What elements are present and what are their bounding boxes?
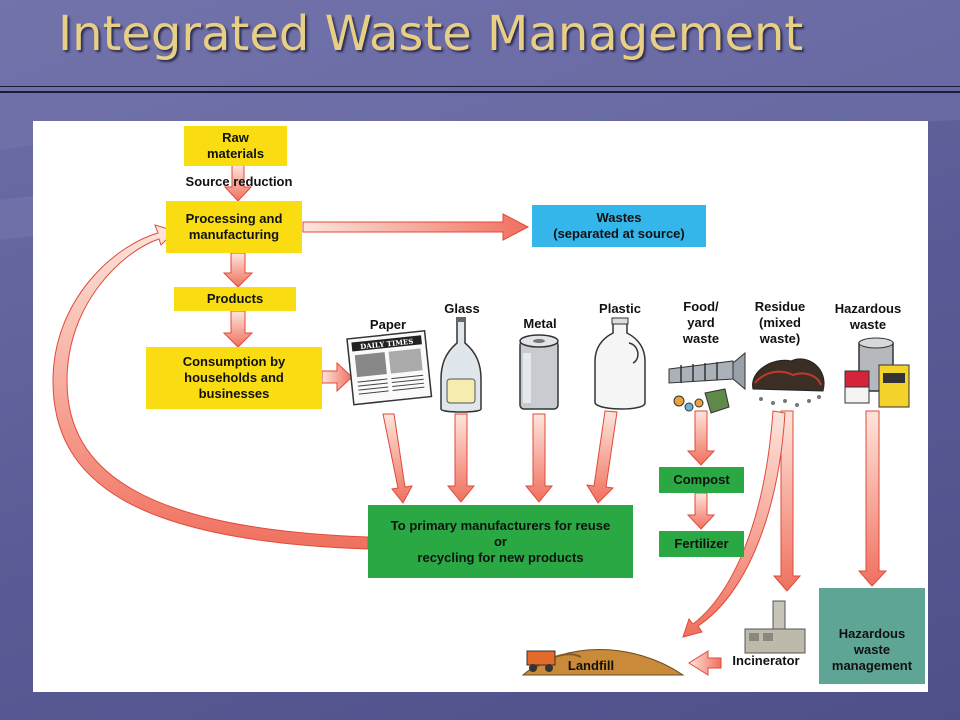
arrow-raw-to-processing: [223, 164, 253, 202]
products-box: Products: [174, 287, 296, 311]
food-yard-label: Food/ yard waste: [682, 299, 720, 346]
smokestack-icon: [744, 600, 806, 654]
arrow-plastic-down: [586, 410, 618, 504]
incinerator-label: Incinerator: [732, 653, 800, 668]
arrow-compost-to-fertilizer: [686, 492, 716, 530]
arrow-processing-to-products: [222, 252, 254, 288]
consumption-box: Consumption by households and businesses: [146, 347, 322, 409]
compost-box: Compost: [659, 467, 744, 493]
food-waste-icon: [668, 351, 746, 414]
metal-label: Metal: [523, 316, 557, 331]
glass-bottle-icon: [440, 317, 482, 413]
plastic-jug-icon: [594, 317, 646, 410]
newspaper-icon: DAILY TIMES: [346, 330, 433, 406]
arrow-residue-to-landfill: [682, 410, 786, 638]
title-divider: [0, 86, 960, 87]
slide-title: Integrated Waste Management: [58, 6, 804, 62]
wastes-box: Wastes (separated at source): [532, 205, 706, 247]
raw-materials-box: Raw materials: [184, 126, 287, 166]
arrow-products-to-consumption: [222, 310, 254, 348]
mixed-waste-icon: [752, 358, 825, 407]
arrow-glass-down: [446, 413, 476, 503]
glass-label: Glass: [444, 301, 480, 316]
arrow-residue-to-incinerator: [772, 410, 802, 592]
hazardous-containers-icon: [844, 337, 910, 408]
paper-label: Paper: [369, 317, 407, 332]
fertilizer-box: Fertilizer: [659, 531, 744, 557]
recycle-box: To primary manufacturers for reuse or re…: [368, 505, 633, 578]
arrow-hazardous-down: [857, 410, 888, 587]
title-divider-lower: [0, 91, 960, 93]
hazardous-management-box: Hazardous waste management: [819, 588, 925, 684]
metal-can-icon: [519, 334, 559, 410]
processing-box: Processing and manufacturing: [166, 201, 302, 253]
hazardous-label: Hazardous waste: [834, 301, 902, 332]
flow-arrows: DAILY TIMES: [52, 164, 910, 676]
plastic-label: Plastic: [599, 301, 641, 316]
arrow-food-to-compost: [686, 410, 716, 466]
landfill-mound-icon: [521, 649, 685, 676]
arrow-processing-to-wastes: [302, 213, 530, 241]
residue-label: Residue (mixed waste): [754, 299, 806, 346]
landfill-label: Landfill: [567, 658, 615, 673]
arrow-metal-down: [524, 413, 554, 503]
arrow-consumption-to-paper: [321, 361, 353, 393]
arrow-incinerator-to-landfill: [688, 650, 722, 676]
source-reduction-label: Source reduction: [185, 174, 293, 189]
waste-flow-diagram: DAILY TIMES: [33, 121, 928, 692]
arrow-paper-down: [382, 413, 413, 504]
